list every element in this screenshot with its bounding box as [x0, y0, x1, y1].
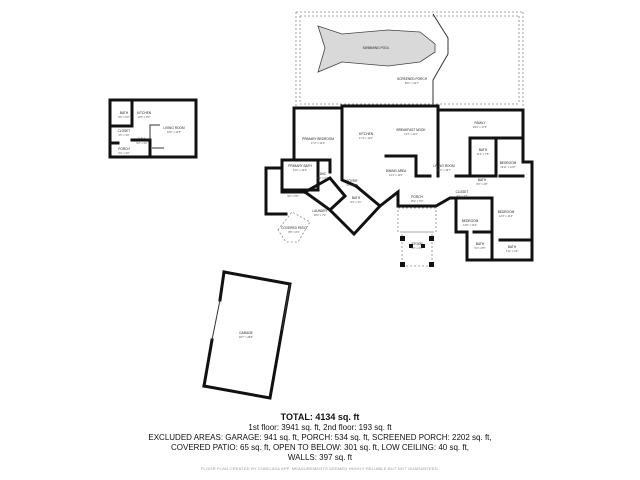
porch-dim: 18'2" x 6'3"	[411, 199, 424, 203]
office-label: OFFICE	[287, 190, 299, 194]
breakfast-nook-label: BREAKFAST NOOK	[397, 128, 427, 132]
upper-living-dim: 16'0" x 12'5"	[167, 130, 181, 134]
upper-hall-label: HALL	[138, 137, 146, 141]
swimming-pool-label: SWIMMING POOL	[363, 46, 390, 50]
closet-dim: 4'0" x 3'7"	[456, 194, 467, 198]
breakfast-nook-dim: 11'4" x 11'2"	[404, 132, 418, 136]
foyer-label: FOYER	[347, 179, 359, 183]
garage-walls	[202, 270, 292, 400]
foyer-dim: 9'8" x 9'5"	[346, 183, 357, 187]
main-house-walls	[264, 104, 534, 262]
laundry-dim: 10'3" x 7'2"	[314, 213, 327, 217]
living-room-dim: 16'2" x 19'7"	[437, 168, 451, 172]
upper-living-label: LIVING ROOM	[163, 126, 185, 130]
covered-patio-label: COVERED PATIO	[281, 226, 307, 230]
upper-kitchen-dim: 10'5" x 8'0"	[138, 115, 151, 119]
laundry-label: LAUNDRY	[312, 209, 328, 213]
dining-area-label: DINING AREA	[386, 169, 407, 173]
porch-label: PORCH	[411, 195, 423, 199]
bath-1-dim: 11'4" x 7'5"	[477, 152, 490, 156]
wic-dim: 6'2" x 6'2"	[317, 176, 328, 180]
porch-posts	[397, 207, 437, 267]
upper-bath-label: BATH	[120, 111, 129, 115]
walls-area: WALLS: 397 sq. ft	[287, 453, 353, 462]
primary-bedroom-label: PRIMARY BEDROOM	[302, 137, 334, 141]
office-walls	[280, 158, 320, 192]
bath-4-dim: 5'3" x 8'5"	[474, 246, 485, 250]
office-dim: 9'6" x 6'8"	[287, 194, 298, 198]
screened-porch-label: SCREENED PORCH	[397, 77, 428, 81]
bedroom-2-label: BEDROOM	[462, 219, 479, 223]
upper-hall-dim: 6'0" x 3'0"	[136, 141, 147, 145]
screened-porch-area	[295, 11, 524, 108]
bath-2-dim: 8'3" x 4'8"	[476, 182, 487, 186]
bedroom-1-label: BEDROOM	[500, 161, 517, 165]
wic-label: WIC	[320, 172, 327, 176]
garage-label: GARAGE	[239, 331, 253, 335]
bath-3-dim: 8'4" x 4'1"	[350, 200, 361, 204]
area-summary: TOTAL: 4134 sq. ft 1st floor: 3941 sq. f…	[0, 410, 640, 471]
floor-plan: SWIMMING POOL SCREENED PORCH 60'1" x 34'…	[108, 11, 534, 400]
swimming-pool-shape	[317, 25, 436, 73]
kitchen-dim: 17'1" x 11'6"	[359, 136, 373, 140]
bath-5-dim: 7'11" x 4'9"	[506, 249, 519, 253]
bath-5-label: BATH	[508, 245, 517, 249]
total-area: TOTAL: 4134 sq. ft	[280, 412, 360, 422]
bath-1-label: BATH	[479, 148, 488, 152]
upper-porch-label: PORCH	[118, 147, 130, 151]
upper-bath-dim: 8'0" x 5'0"	[118, 115, 129, 119]
family-dim: 29'4" x 17'5"	[473, 125, 487, 129]
primary-bedroom-dim: 17'4" x 14'3"	[311, 141, 325, 145]
bedroom-2-dim: 13'0" x 12'0"	[463, 223, 477, 227]
upper-closet-label: CLOSET	[118, 129, 131, 133]
floor-areas: 1st floor: 3941 sq. ft, 2nd floor: 193 s…	[248, 423, 392, 432]
screened-porch-dim: 60'1" x 34'7"	[405, 81, 419, 85]
dining-area-dim: 14'1" x 11'6"	[389, 173, 403, 177]
bedroom-1-dim: 13'11" x 12'6"	[500, 165, 516, 169]
living-room-label: LIVING ROOM	[433, 164, 455, 168]
covered-areas: COVERED PATIO: 65 sq. ft, OPEN TO BELOW:…	[170, 443, 470, 452]
primary-bath-label: PRIMARY BATH	[288, 164, 312, 168]
stoop-dim: 9'3" x 4'3"	[411, 246, 422, 250]
upper-porch-dim: 6'2" x 3'0"	[118, 151, 129, 155]
bedroom-3-dim: 12'3" x 12'4"	[499, 214, 513, 218]
second-floor-walls	[108, 98, 198, 159]
covered-patio-dim: 8'8" x 8'4"	[288, 230, 299, 234]
primary-bath-dim: 14'2" x 12'0"	[293, 168, 307, 172]
covered-patio-outline	[277, 211, 311, 243]
upper-kitchen-label: KITCHEN	[137, 111, 152, 115]
excluded-areas: EXCLUDED AREAS: GARAGE: 941 sq. ft, PORC…	[148, 433, 492, 442]
bath-4-label: BATH	[476, 242, 485, 246]
bedroom-3-label: BEDROOM	[498, 210, 515, 214]
bath-2-label: BATH	[478, 178, 487, 182]
family-label: FAMILY	[474, 121, 486, 125]
upper-closet-dim: 3'5" x 3'0"	[118, 133, 129, 137]
kitchen-label: KITCHEN	[359, 132, 374, 136]
footnote: FLOOR PLAN CREATED BY CUBICASA APP. MEAS…	[200, 466, 440, 471]
stoop-label: STOOP	[411, 242, 422, 246]
closet-label: CLOSET	[456, 190, 469, 194]
garage-dim: 29'7" x 28'9"	[239, 335, 253, 339]
bath-3-label: BATH	[352, 196, 361, 200]
